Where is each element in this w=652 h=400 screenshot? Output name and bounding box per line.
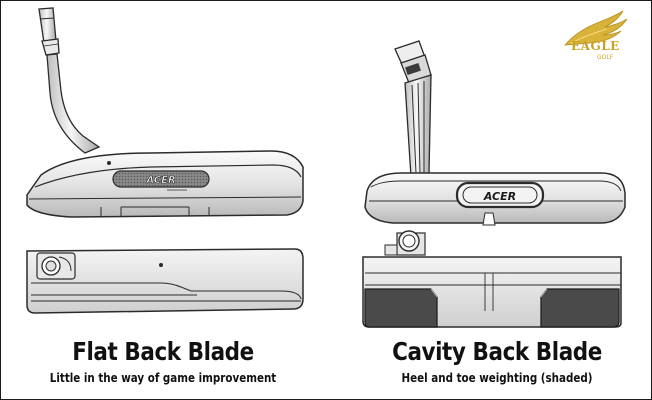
logo-subtext: GOLF <box>597 54 614 61</box>
eagle-golf-logo: EAGLE GOLF <box>557 9 637 67</box>
flat-back-caption: Little in the way of game improvement <box>49 371 277 385</box>
logo-wordmark: EAGLE <box>571 39 620 53</box>
cavity-back-brand-text: ACER <box>483 190 516 203</box>
eagle-wing-icon <box>564 10 628 46</box>
flat-back-blade-back-view: ACER <box>26 7 304 218</box>
cavity-back-title: Cavity Back Blade <box>392 337 602 366</box>
flat-back-shaft <box>46 53 101 154</box>
cavity-back-badge <box>455 181 545 209</box>
heel-weight-shaded <box>364 288 438 328</box>
cavity-back-hosel-ring <box>384 230 426 256</box>
flat-back-grip <box>38 7 57 44</box>
flat-back-title: Flat Back Blade <box>72 337 254 366</box>
cavity-back-blade-back-view: ACER <box>364 40 626 226</box>
cavity-back-caption: Heel and toe weighting (shaded) <box>401 371 593 385</box>
flat-back-blade-top-view <box>26 248 304 314</box>
flat-back-brand-plate <box>112 170 210 188</box>
flat-back-brand-text: ACER <box>145 175 175 186</box>
cavity-back-blade-top-view <box>362 230 622 328</box>
toe-weight-shaded <box>540 288 620 328</box>
